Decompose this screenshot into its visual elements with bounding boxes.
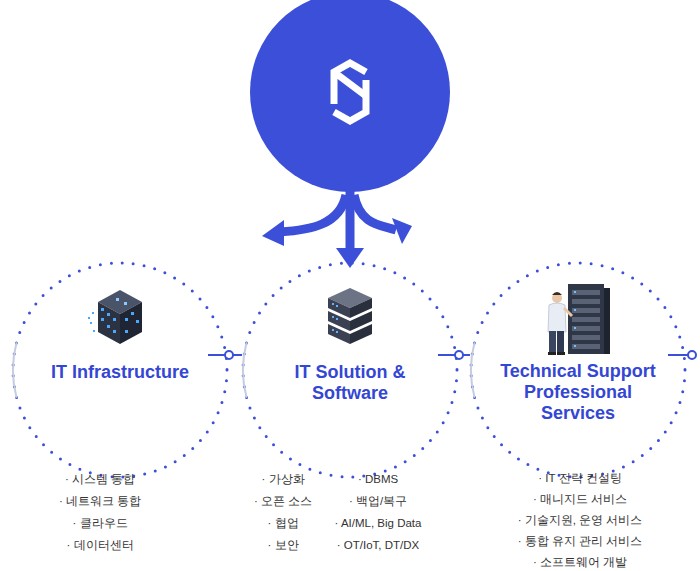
side-arc [13,342,17,397]
bullet-item: · 통합 유지 관리 서비스 [518,534,643,548]
bullet-item: · 시스템 통합 [65,472,135,486]
logo [334,63,366,121]
arrow-heads [262,218,412,268]
hub-circle [250,0,450,192]
service-circle: Technical Support Professional Services·… [468,260,688,480]
dotted-circle [471,263,685,477]
bullet-item: · 데이터센터 [66,538,133,552]
dotted-circle [13,263,227,477]
service-circle: IT Infrastructure· 시스템 통합· 네트워크 통합· 클라우드… [10,260,230,480]
dotted-circle [243,263,457,477]
bullet-item: · 기술지원, 운영 서비스 [518,513,643,527]
service-circle: IT Solution & Software· 가상화· 오픈 소스· 협업· … [240,260,460,480]
bullet-item: · 보안 [267,538,298,552]
side-arc [471,342,475,397]
bullet-item: · 클라우드 [72,516,127,530]
bullet-item: · 오픈 소스 [254,494,312,508]
bullet-item: · 가상화 [261,472,304,486]
connector-stub [668,354,688,356]
bullet-item: · DBMS [358,472,398,486]
technician-icon [548,284,610,355]
flow-arrows [280,190,396,250]
bullet-item: · OT/IoT, DT/DX [337,538,419,552]
bullet-item: · 소프트웨어 개발 [533,555,627,569]
bullet-item: · 네트워크 통합 [59,494,141,508]
circle-title: IT Infrastructure [30,362,210,383]
connector [438,351,470,359]
connector [208,351,242,359]
bullet-item: · 협업 [267,516,298,530]
circle-title: IT Solution & Software [280,362,420,404]
bullet-item: · IT 전략 컨설팅 [538,471,621,485]
bullet-item: · 백업/복구 [349,494,407,508]
circle-title: Technical Support Professional Services [494,361,662,424]
bullet-item: · 매니지드 서비스 [533,492,627,506]
connector-ring [688,351,696,359]
server-icon [328,288,372,344]
cube-icon [88,290,142,344]
side-arc [243,342,247,397]
bullet-item: · AI/ML, Big Data [335,516,422,530]
